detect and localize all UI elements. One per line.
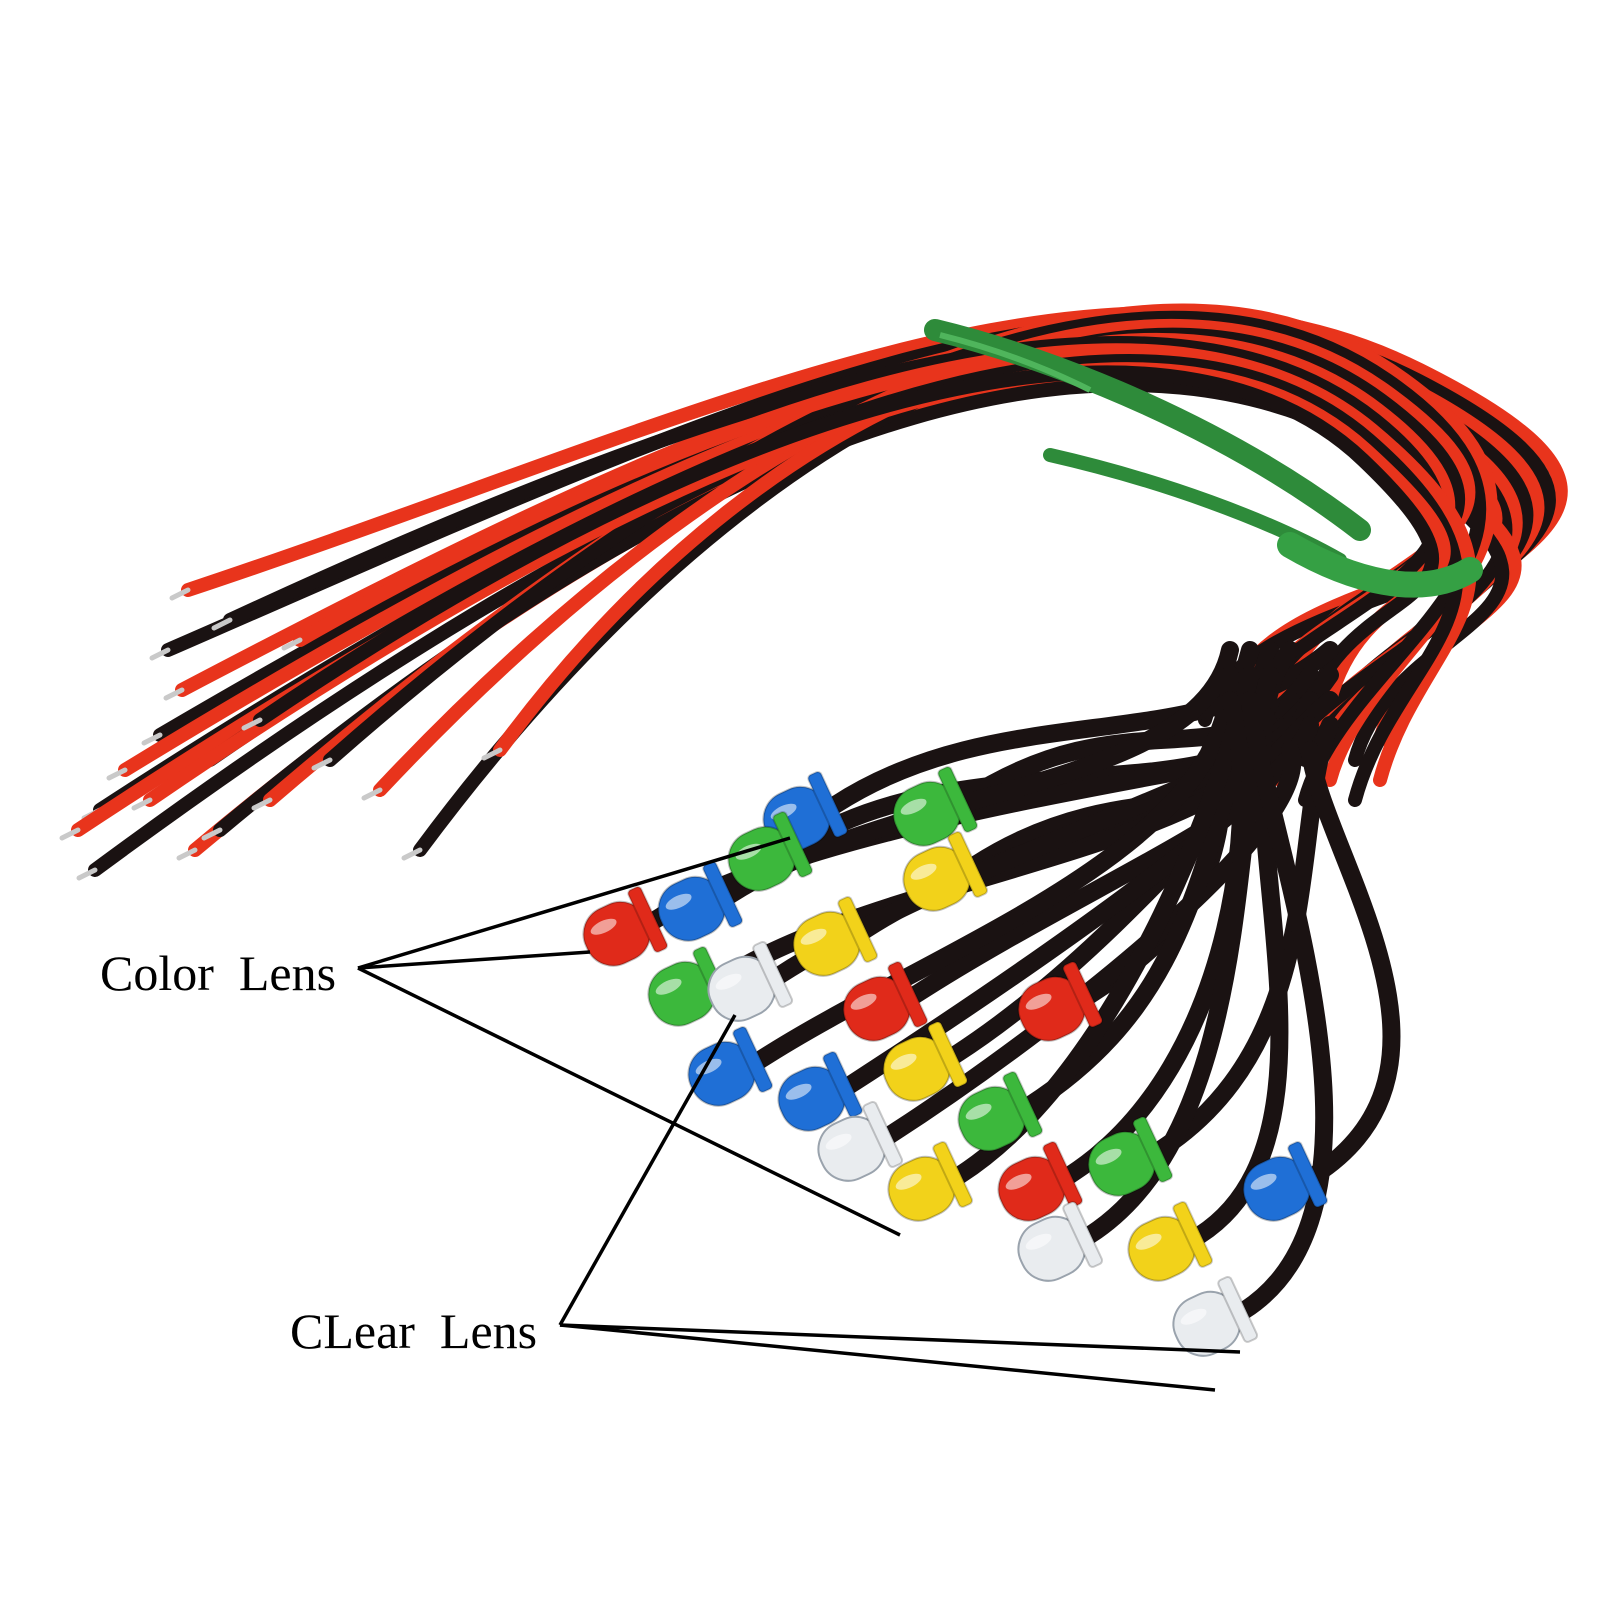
red-led <box>997 1140 1084 1222</box>
yellow-led <box>887 1140 974 1222</box>
green-led <box>892 765 979 847</box>
yellow-led <box>792 895 879 977</box>
yellow-led <box>882 1020 969 1102</box>
wire-bundle <box>59 303 1568 881</box>
color-lens-callout-lines <box>357 836 901 1237</box>
clear-led <box>707 940 794 1022</box>
stripped-wire-tip <box>251 797 273 811</box>
yellow-led <box>902 830 989 912</box>
stripped-wire-tip <box>141 732 163 746</box>
clear-lens-callout-lines <box>558 1014 1241 1392</box>
clear-led <box>1172 1275 1259 1357</box>
stripped-wire-tip <box>106 767 128 781</box>
stripped-wire-tip <box>281 637 303 651</box>
blue-led <box>687 1025 774 1107</box>
stripped-wire-tip <box>311 757 333 771</box>
heat-shrink-sleeve <box>1301 741 1401 1184</box>
yellow-led <box>1127 1200 1214 1282</box>
green-led <box>957 1070 1044 1152</box>
red-led <box>842 960 929 1042</box>
clear-lens-label: CLear Lens <box>290 1303 538 1359</box>
blue-led <box>657 860 744 942</box>
heat-shrink-sleeve <box>751 666 1239 1069</box>
color-lens-label: Color Lens <box>100 945 337 1001</box>
green-twist-tie <box>924 319 1483 598</box>
stripped-wire-tip <box>241 717 263 731</box>
clear-led <box>1017 1200 1104 1282</box>
stripped-wire-tip <box>401 847 423 861</box>
heat-shrink-sleeve <box>1236 691 1334 1319</box>
black-wire <box>223 335 1446 767</box>
stripped-wire-tip <box>59 827 81 841</box>
clear-led <box>817 1100 904 1182</box>
blue-led <box>777 1050 864 1132</box>
black-wire <box>253 365 1439 727</box>
stripped-wire-tip <box>169 587 191 601</box>
red-led <box>1017 960 1104 1042</box>
stripped-wire-tip <box>176 847 198 861</box>
stripped-wire-tip <box>163 687 185 701</box>
stripped-wire-tip <box>131 797 153 811</box>
stripped-wire-tip <box>149 647 171 661</box>
stripped-wire-tip <box>201 827 223 841</box>
stripped-wire-tip <box>361 787 383 801</box>
stripped-wire-tip <box>76 867 98 881</box>
green-led <box>1087 1115 1174 1197</box>
stripped-wire-tip <box>211 617 233 631</box>
stripped-wire-tip <box>481 747 503 761</box>
blue-led <box>1242 1140 1329 1222</box>
red-led <box>582 885 669 967</box>
red-wire <box>293 343 1477 787</box>
heat-shrink-sleeve <box>721 641 1239 904</box>
